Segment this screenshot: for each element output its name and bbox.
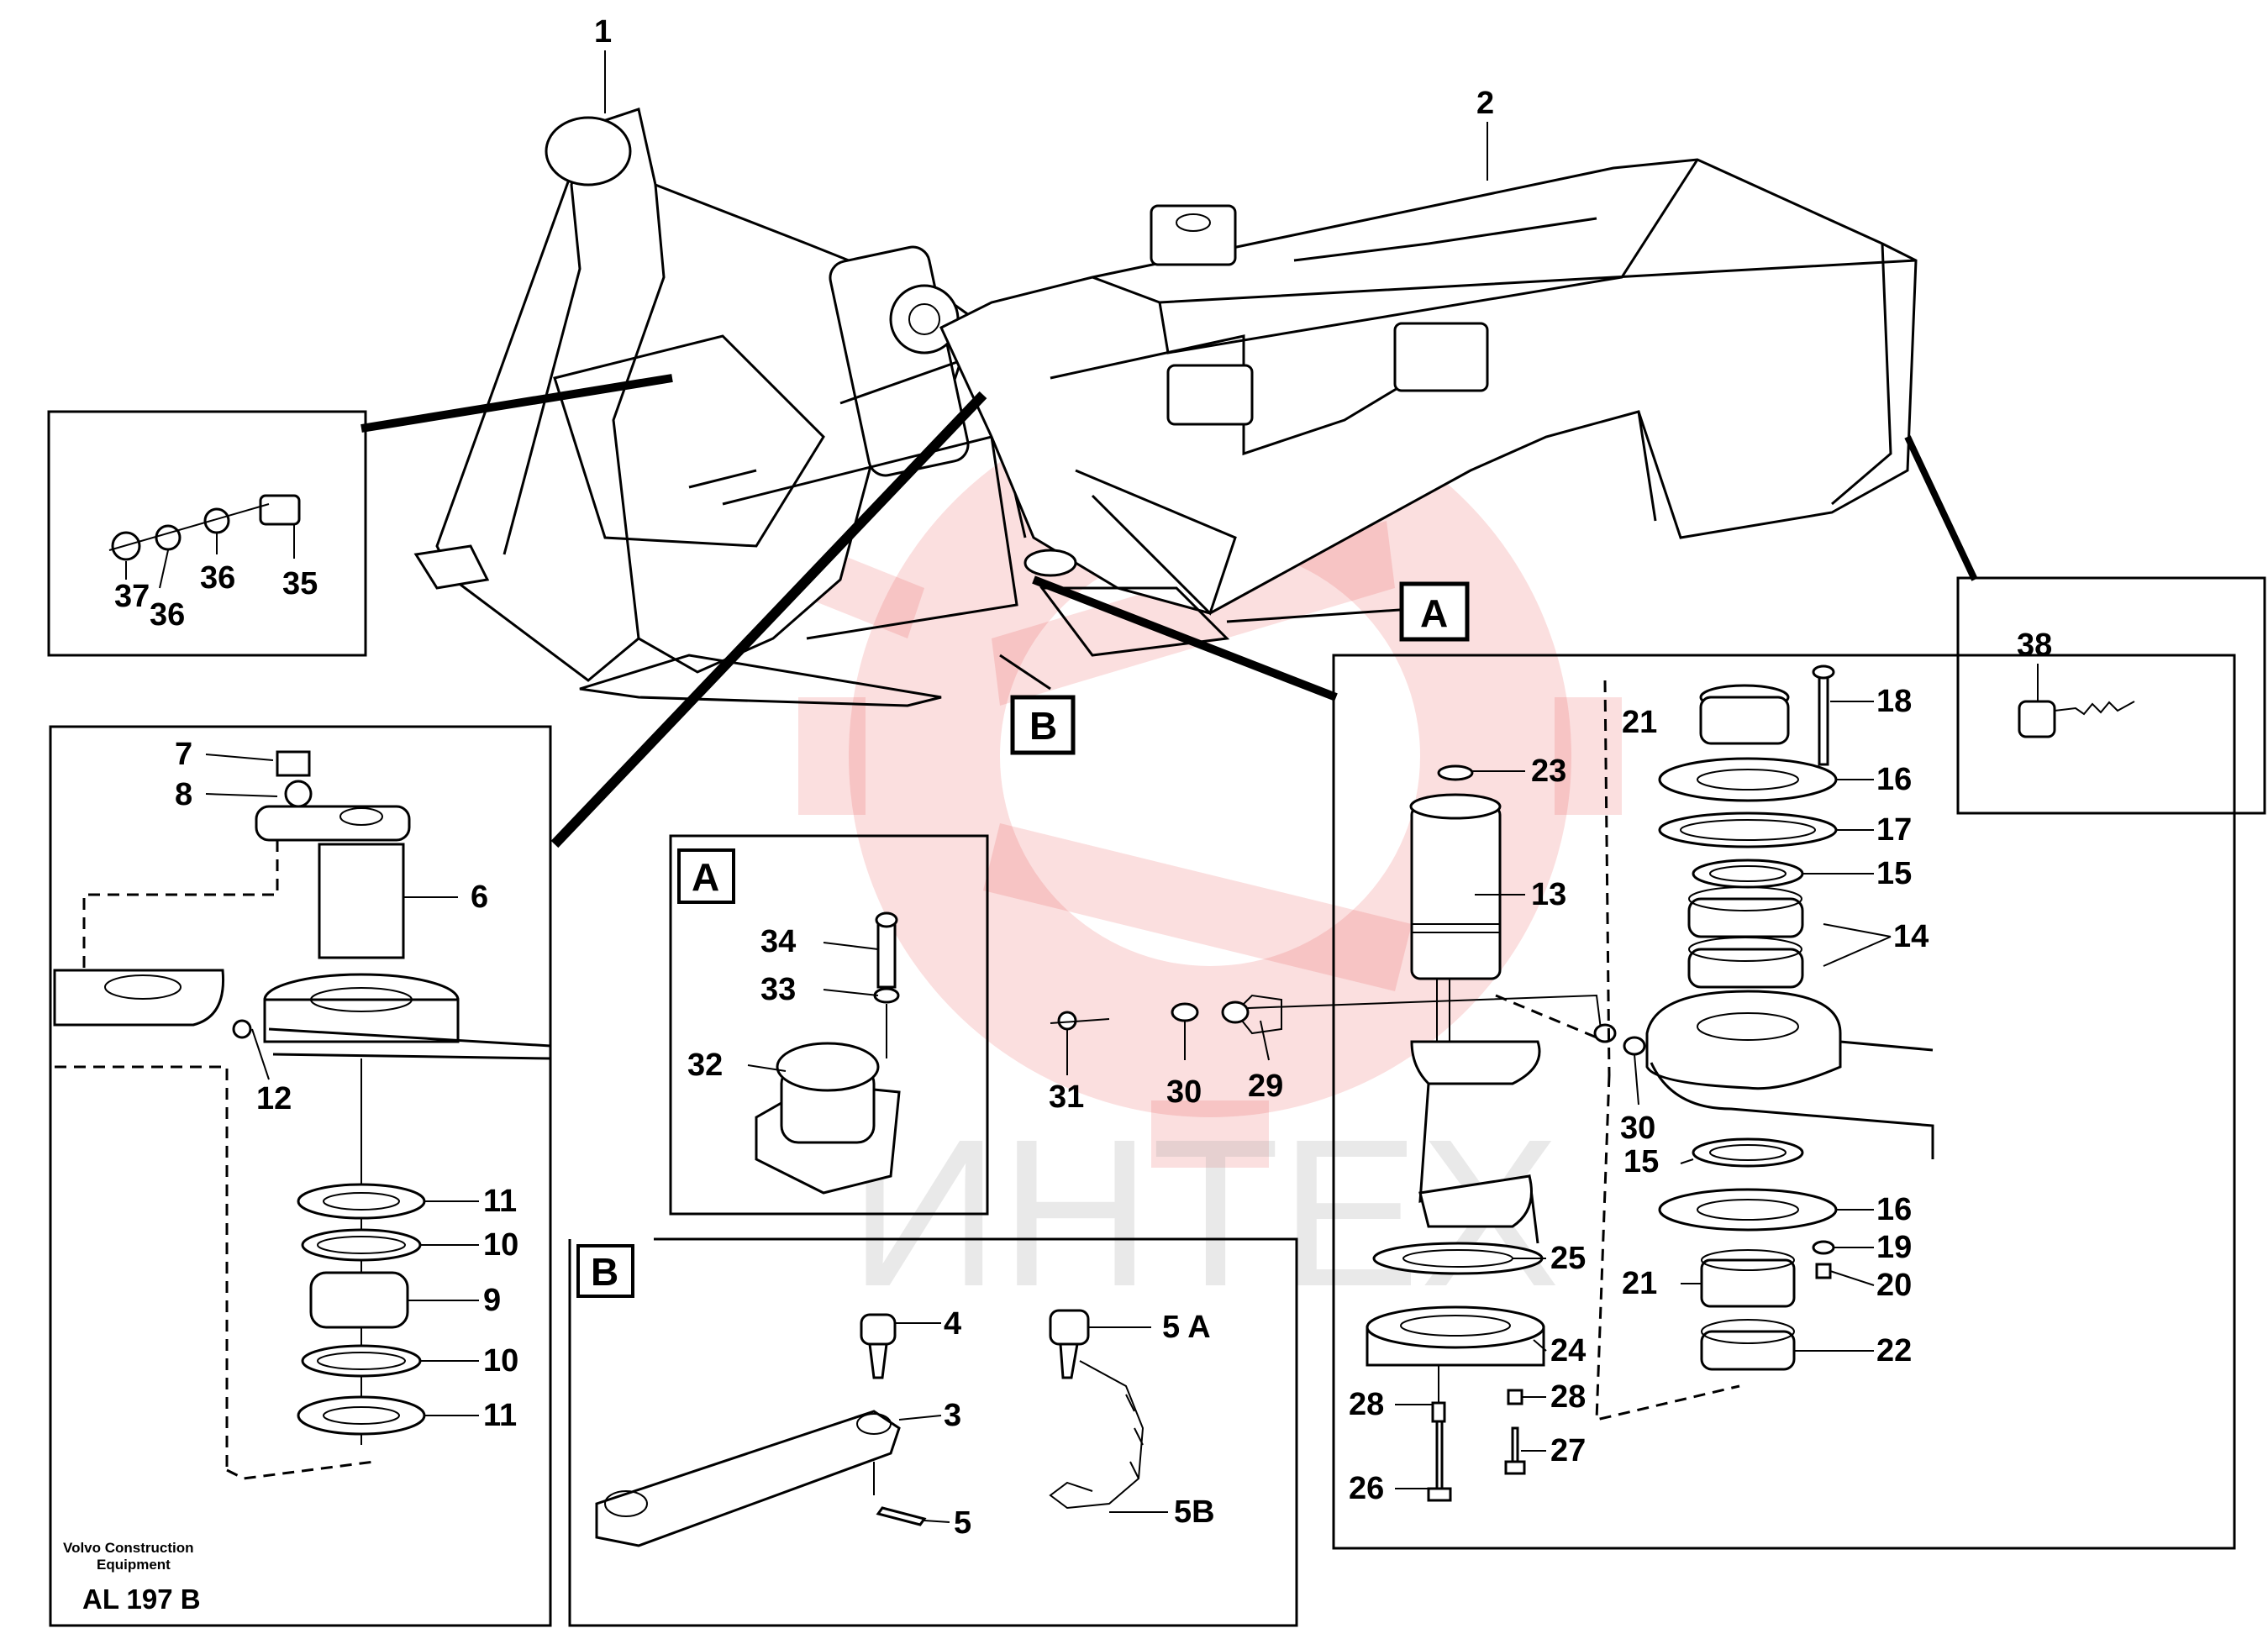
callout-27: 27 <box>1550 1433 1586 1468</box>
callout-1: 1 <box>594 14 612 50</box>
callout-13: 13 <box>1531 877 1566 912</box>
svg-text:A: A <box>1420 591 1448 635</box>
callout-15-a: 15 <box>1876 856 1912 891</box>
callout-28-b: 28 <box>1550 1379 1586 1415</box>
callout-17: 17 <box>1876 812 1912 848</box>
callout-11-a: 11 <box>483 1184 517 1219</box>
detail-b-box: B 4 3 5 5 A 5B <box>568 1237 1298 1627</box>
callout-30-b: 30 <box>1620 1111 1655 1146</box>
callout-29: 29 <box>1248 1069 1283 1104</box>
callout-20: 20 <box>1876 1268 1912 1303</box>
drawing-code: AL 197 B <box>82 1584 201 1615</box>
callout-2: 2 <box>1476 86 1494 121</box>
detail-a-box: A 34 33 32 <box>669 834 989 1216</box>
callout-5: 5 <box>954 1505 971 1541</box>
detail-pivot-box: 7 8 6 12 11 10 9 10 11 <box>49 725 552 1627</box>
callout-34: 34 <box>760 924 796 959</box>
detail-bolt-nut-box: 37 36 36 35 <box>47 410 367 657</box>
callout-6: 6 <box>471 880 488 915</box>
callout-7: 7 <box>175 737 192 772</box>
callout-23: 23 <box>1531 754 1566 789</box>
callout-21-b: 21 <box>1622 1266 1657 1301</box>
callout-9: 9 <box>483 1283 501 1318</box>
callout-38: 38 <box>2017 628 2052 663</box>
callout-36-a: 36 <box>150 597 185 633</box>
callout-32: 32 <box>687 1048 723 1083</box>
leader-bars <box>360 374 1978 848</box>
callout-5a: 5 A <box>1162 1310 1211 1345</box>
callout-10-b: 10 <box>483 1343 518 1379</box>
callout-35: 35 <box>282 566 318 601</box>
callout-10-a: 10 <box>483 1227 518 1263</box>
callout-19: 19 <box>1876 1230 1912 1265</box>
company-name-line1: Volvo Construction <box>63 1540 194 1556</box>
footer: Volvo Construction Equipment AL 197 B <box>63 1540 201 1615</box>
callout-30-a: 30 <box>1166 1074 1202 1110</box>
callout-31: 31 <box>1049 1079 1084 1115</box>
callout-21-a: 21 <box>1622 705 1657 740</box>
company-name-line2: Equipment <box>97 1557 171 1573</box>
box-b-ref: B <box>591 1250 618 1294</box>
callout-18: 18 <box>1876 684 1912 719</box>
callout-25: 25 <box>1550 1241 1586 1276</box>
callout-16-b: 16 <box>1876 1192 1912 1227</box>
main-ref-a: A <box>1399 581 1470 642</box>
callout-36-b: 36 <box>200 560 235 596</box>
callout-16-a: 16 <box>1876 762 1912 797</box>
callout-14: 14 <box>1893 919 1929 954</box>
callout-3: 3 <box>944 1398 961 1433</box>
callout-22: 22 <box>1876 1333 1912 1368</box>
callout-33: 33 <box>760 972 796 1007</box>
main-ref-b: B <box>1010 695 1076 755</box>
callout-12: 12 <box>256 1081 292 1116</box>
callout-37: 37 <box>114 579 150 614</box>
main-callouts: 1 2 <box>594 14 1494 181</box>
callout-8: 8 <box>175 777 192 812</box>
callout-26: 26 <box>1349 1471 1384 1506</box>
callout-4: 4 <box>944 1306 961 1342</box>
callout-24: 24 <box>1550 1333 1586 1368</box>
box-a-ref: A <box>692 855 719 899</box>
callout-28-a: 28 <box>1349 1387 1384 1422</box>
detail-joint-box: 23 13 18 21 16 17 15 14 31 30 29 30 15 1… <box>1049 654 2236 1550</box>
detail-plug-box: 38 <box>1956 576 2266 815</box>
callout-11-b: 11 <box>483 1398 517 1433</box>
callout-15-b: 15 <box>1623 1144 1659 1179</box>
rear-frame-drawing <box>939 158 1918 657</box>
callout-5b: 5B <box>1174 1494 1215 1530</box>
svg-text:B: B <box>1029 704 1057 748</box>
